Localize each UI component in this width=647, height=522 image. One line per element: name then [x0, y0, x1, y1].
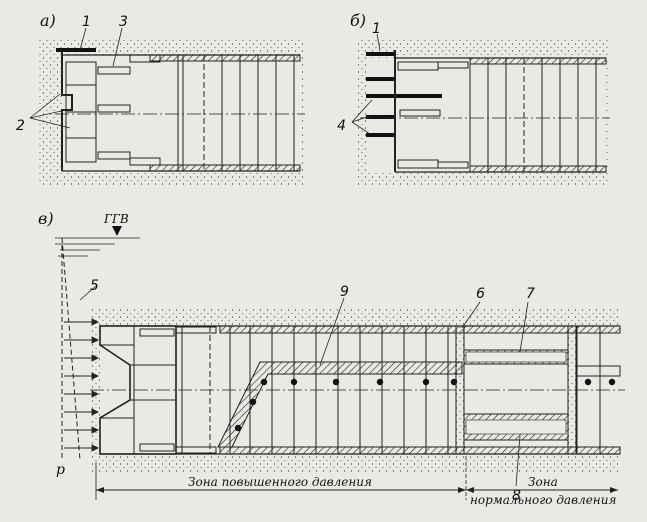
groundwater-level-label: ГГВ	[103, 212, 129, 226]
zone-normal-pressure-label-1: Зона	[528, 475, 558, 489]
callout-8: 8	[512, 488, 521, 504]
zone-high-pressure-label: Зона повышенного давления	[188, 475, 372, 489]
callout-2: 2	[16, 118, 25, 134]
callout-4: 4	[337, 118, 346, 134]
callout-7: 7	[526, 286, 535, 302]
panel-label-b: б)	[350, 11, 366, 30]
zone-normal-pressure-label-2: нормального давления	[470, 493, 616, 507]
callout-1-a: 1	[82, 14, 91, 30]
callout-1-b: 1	[372, 21, 381, 37]
water-level-marker-icon	[112, 226, 122, 236]
panel-a	[29, 27, 305, 185]
panel-v	[55, 226, 625, 500]
pressure-label: p	[56, 462, 65, 478]
panel-label-v: в)	[38, 209, 54, 228]
callout-6: 6	[476, 286, 485, 302]
callout-5: 5	[90, 278, 99, 294]
callout-9: 9	[340, 284, 349, 300]
panel-label-a: а)	[40, 11, 56, 30]
callout-3: 3	[119, 14, 128, 30]
panel-b	[351, 33, 610, 185]
